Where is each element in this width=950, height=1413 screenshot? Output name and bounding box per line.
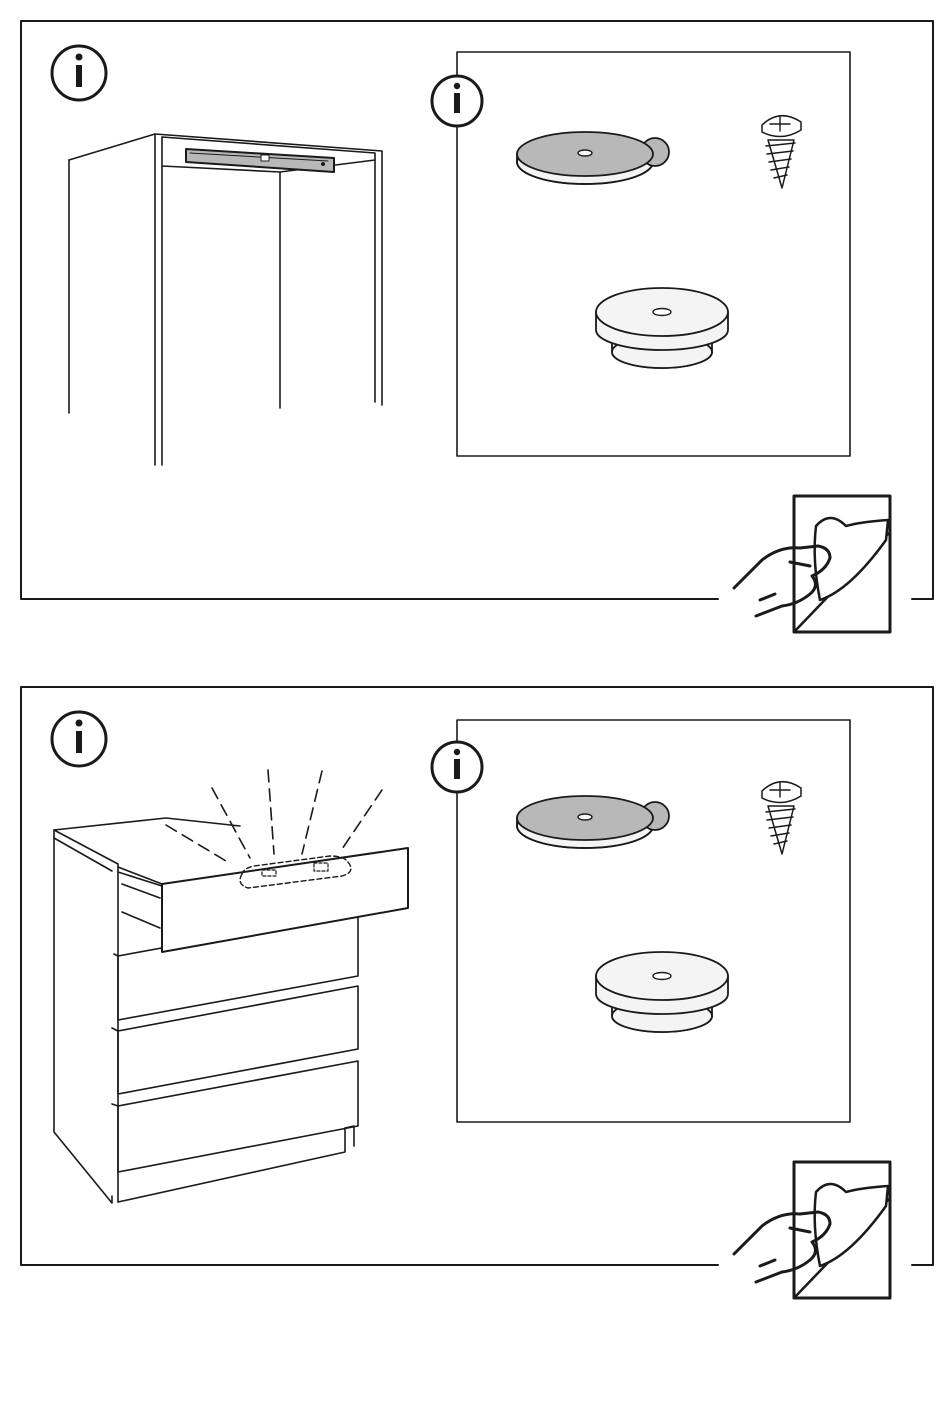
info-icon bbox=[432, 742, 482, 792]
instruction-panel-2 bbox=[0, 666, 950, 1326]
info-icon bbox=[52, 46, 106, 100]
adhesive-pad bbox=[517, 132, 669, 184]
instruction-panel-1 bbox=[0, 0, 950, 660]
turn-page-icon bbox=[734, 1162, 890, 1298]
parts-inset-box bbox=[457, 52, 850, 456]
open-drawer-front bbox=[162, 848, 408, 952]
wardrobe-illustration bbox=[69, 134, 382, 465]
magnetic-button bbox=[596, 952, 728, 1032]
parts-inset-box bbox=[457, 720, 850, 1122]
screw bbox=[762, 782, 801, 854]
chest-of-drawers-illustration bbox=[54, 770, 408, 1203]
adhesive-pad bbox=[517, 796, 669, 848]
info-icon bbox=[52, 712, 106, 766]
magnetic-button bbox=[596, 288, 728, 368]
turn-page-icon bbox=[734, 496, 890, 632]
screw bbox=[762, 116, 801, 188]
light-rays bbox=[166, 770, 382, 861]
info-icon bbox=[432, 76, 482, 126]
